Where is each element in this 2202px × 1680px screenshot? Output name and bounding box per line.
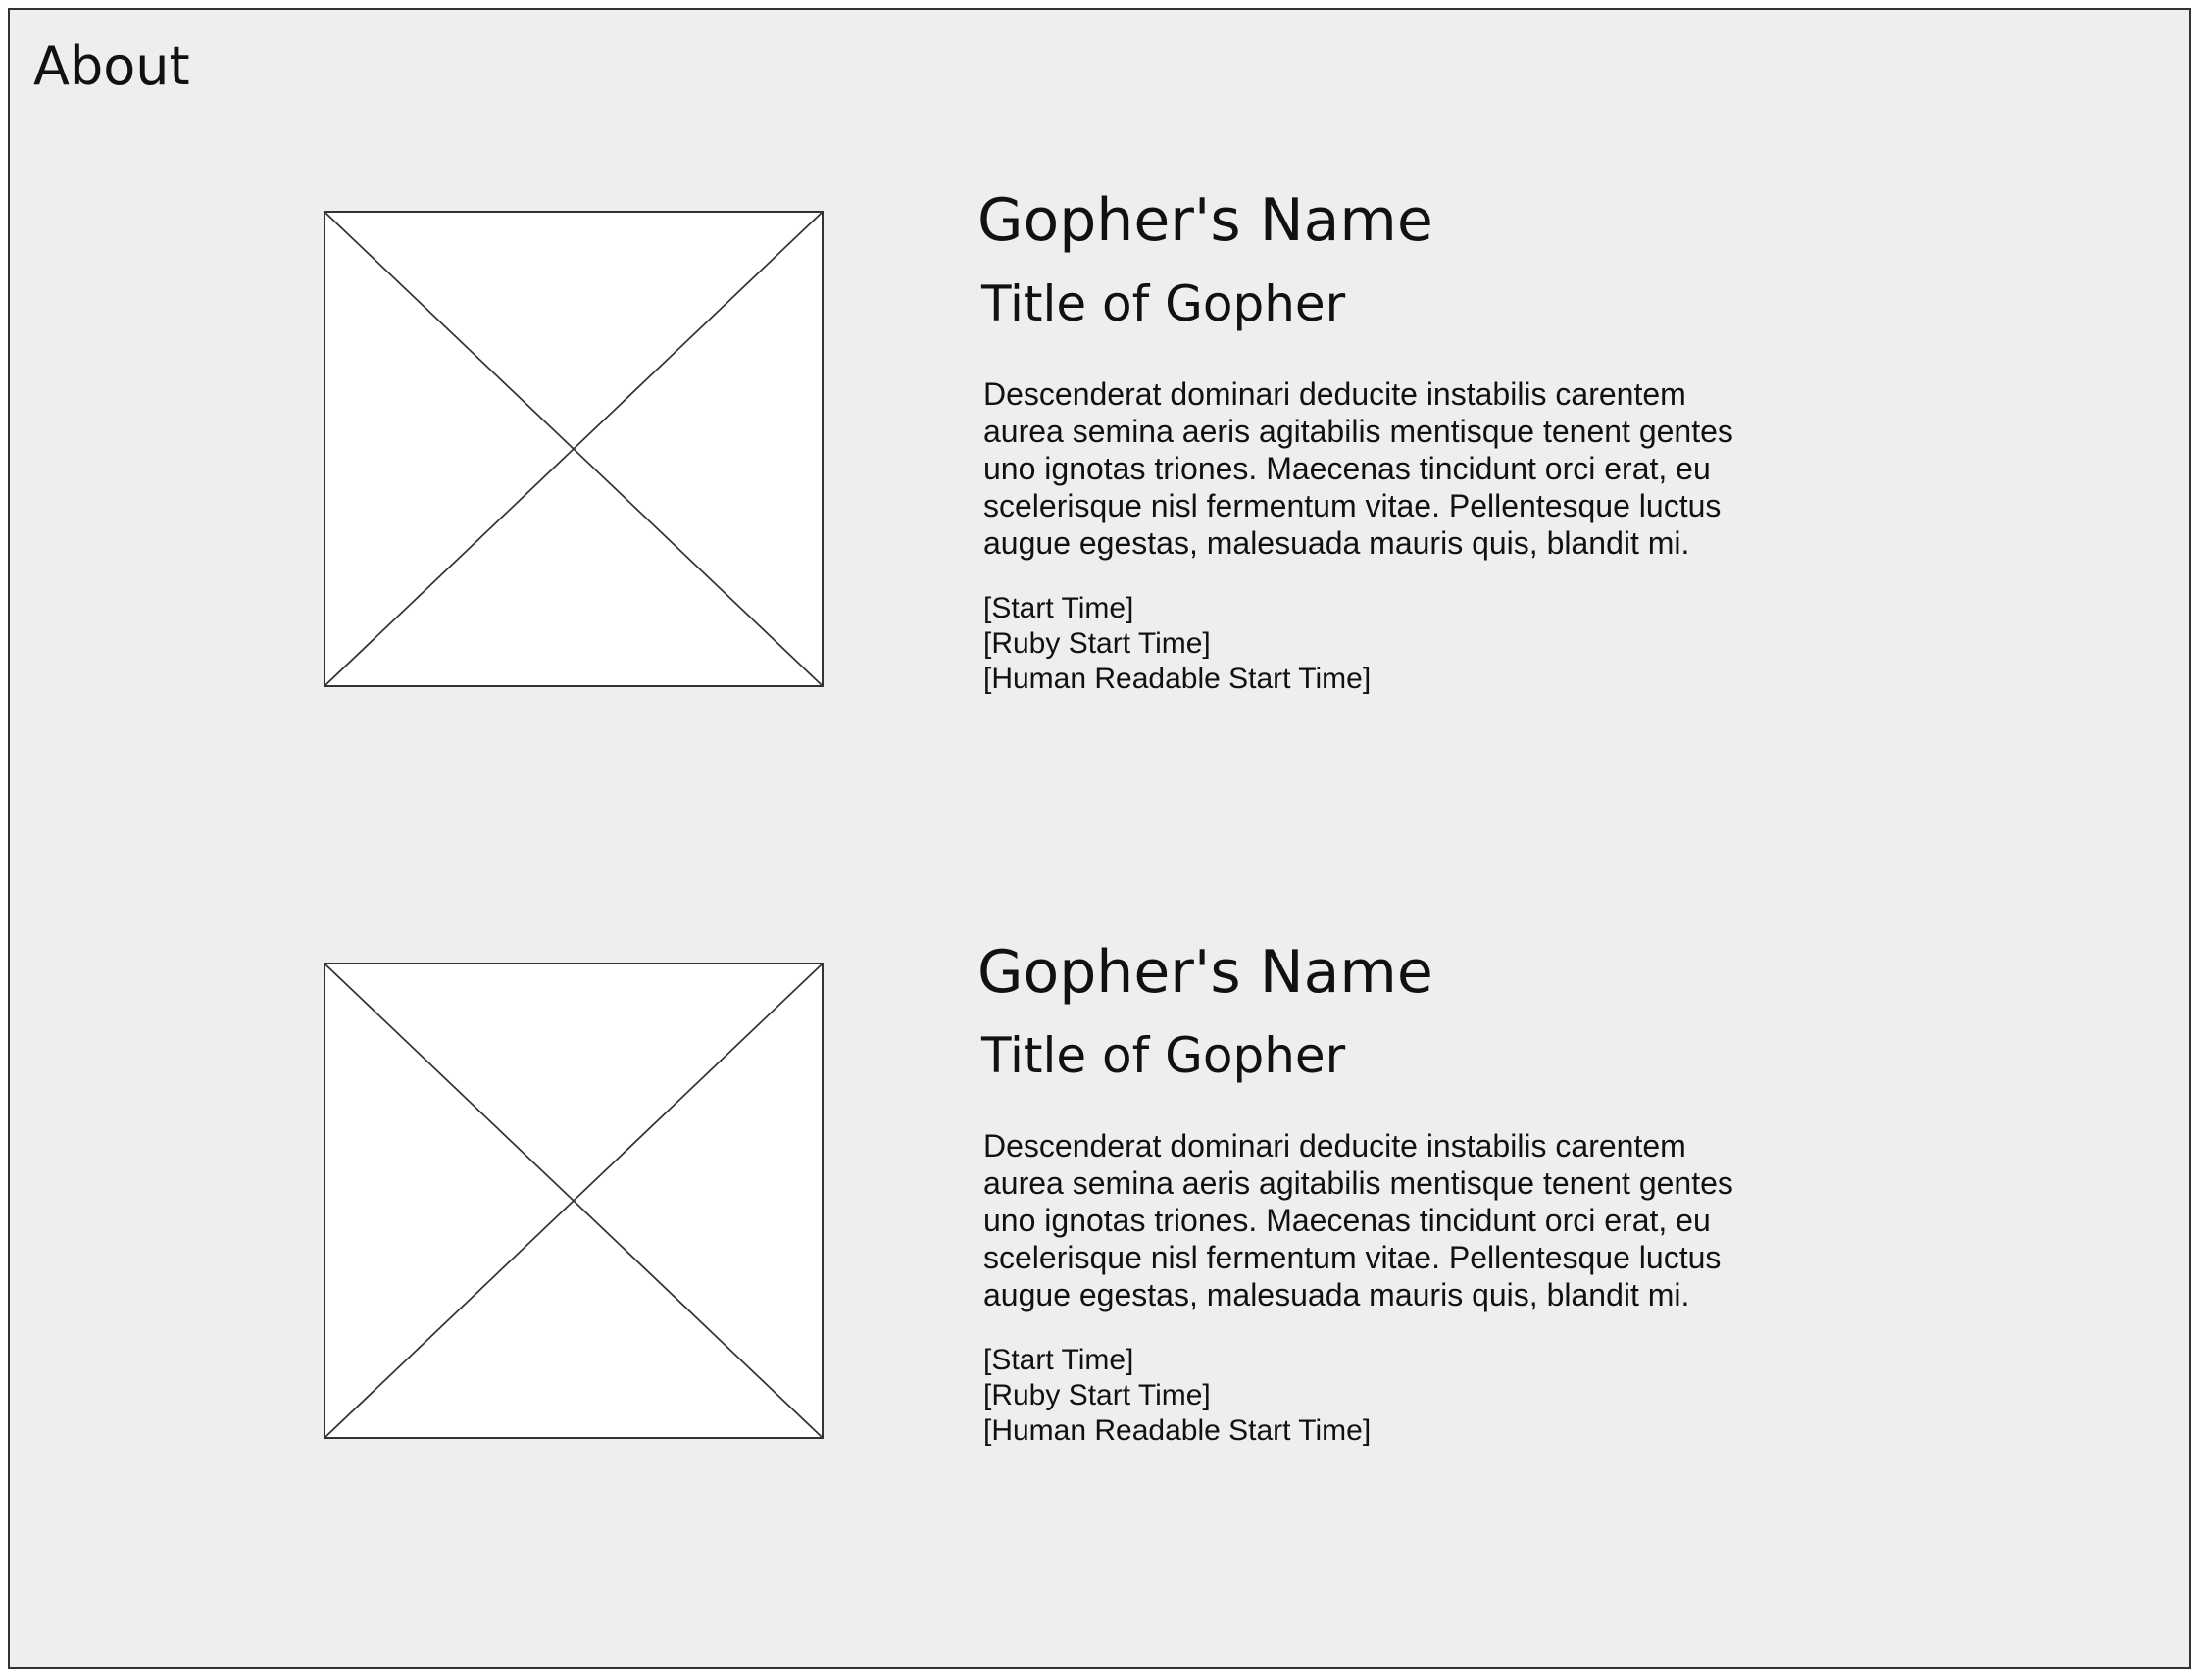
gopher-profile: Gopher's Name Title of Gopher Descendera… [10,762,2189,1447]
image-placeholder-icon [324,211,824,687]
gopher-info: Gopher's Name Title of Gopher Descendera… [977,179,1821,697]
image-placeholder-cross [325,213,822,685]
gopher-title: Title of Gopher [981,1027,1346,1084]
page-title: About [33,35,190,97]
human-readable-start-time: [Human Readable Start Time] [983,1414,1372,1447]
ruby-start-time: [Ruby Start Time] [983,1379,1211,1411]
gopher-bio: Descenderat dominari deducite instabilis… [983,1128,1733,1312]
gopher-name: Gopher's Name [977,938,1433,1007]
gopher-start-times: [Start Time] [Ruby Start Time] [Human Re… [983,1343,1821,1449]
gopher-name: Gopher's Name [977,186,1433,255]
about-page: About Gopher's Name Title of Gopher Desc… [8,8,2191,1669]
gopher-title: Title of Gopher [981,275,1346,332]
gopher-bio: Descenderat dominari deducite instabilis… [983,376,1733,561]
gopher-start-times: [Start Time] [Ruby Start Time] [Human Re… [983,591,1821,697]
start-time: [Start Time] [983,592,1134,624]
start-time: [Start Time] [983,1344,1134,1376]
gopher-profile: Gopher's Name Title of Gopher Descendera… [10,10,2189,695]
human-readable-start-time: [Human Readable Start Time] [983,663,1372,695]
image-placeholder-cross [325,964,822,1437]
image-placeholder-icon [324,963,824,1439]
gopher-info: Gopher's Name Title of Gopher Descendera… [977,931,1821,1449]
ruby-start-time: [Ruby Start Time] [983,627,1211,660]
